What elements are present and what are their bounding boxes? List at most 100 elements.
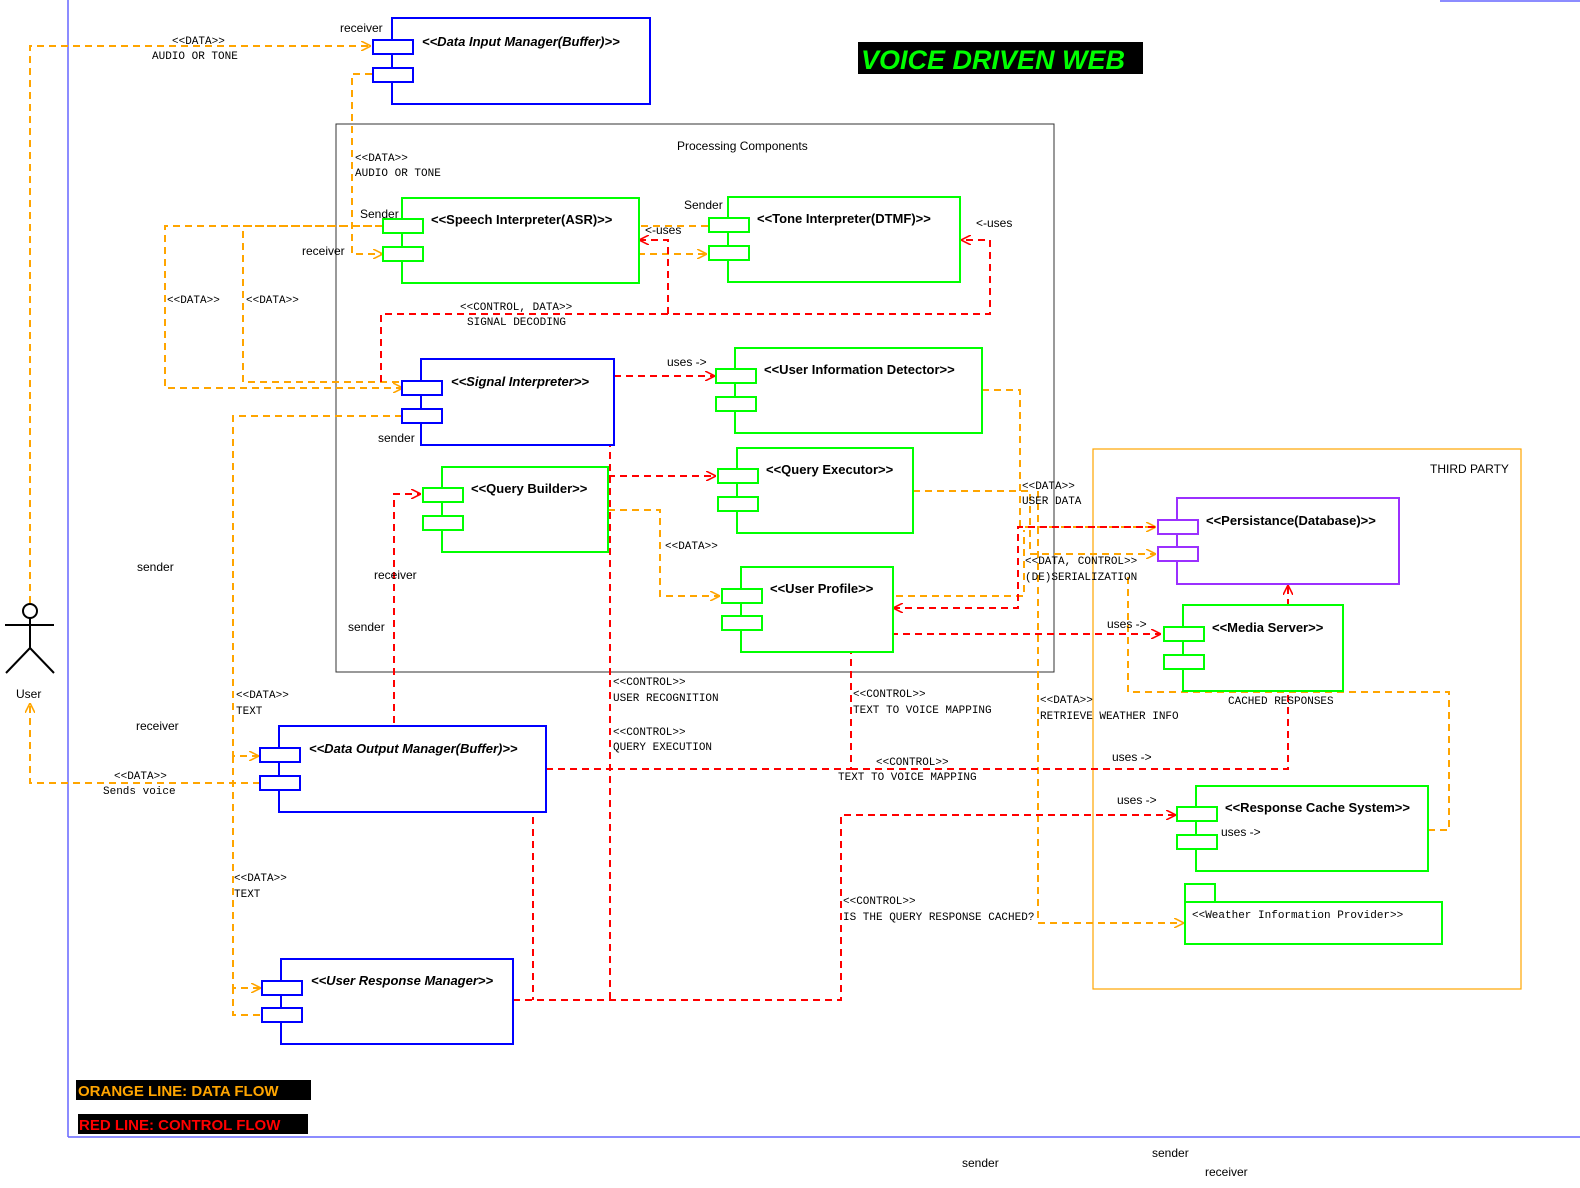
- user-profile-component[interactable]: <<User Profile>>: [721, 566, 894, 653]
- label-data-text-2b: TEXT: [234, 889, 261, 901]
- processing-components-label: Processing Components: [677, 139, 808, 153]
- flow-user-to-input: [29, 46, 370, 603]
- label-data-control-ser-a: <<DATA, CONTROL>>: [1025, 556, 1137, 568]
- label-control-userrec-b: USER RECOGNITION: [613, 693, 719, 705]
- query-builder-component[interactable]: <<Query Builder>>: [422, 466, 609, 553]
- weather-provider-component[interactable]: <<Weather Information Provider>>: [1184, 883, 1443, 945]
- label-uses-dtmf: <-uses: [976, 216, 1012, 230]
- label-receiver-qb: receiver: [374, 568, 417, 582]
- legend: ORANGE LINE: DATA FLOW RED LINE: CONTROL…: [76, 1080, 311, 1134]
- signal-interpreter-component[interactable]: <<Signal Interpreter>>: [401, 358, 615, 446]
- user-actor-label: User: [16, 687, 41, 701]
- legend-red-text: RED LINE: CONTROL FLOW: [79, 1117, 281, 1134]
- label-uses-db: uses ->: [1112, 750, 1152, 764]
- label-sender-left-2: sender: [348, 620, 385, 634]
- label-cached-responses: CACHED RESPONSES: [1228, 696, 1334, 708]
- flow-qb-to-profile: [608, 509, 719, 596]
- label-receiver-asr: receiver: [302, 244, 345, 258]
- label-uses-cache-1: uses ->: [1117, 793, 1157, 807]
- legend-red-bg: [78, 1114, 308, 1134]
- label-data-text-1b: TEXT: [236, 706, 263, 718]
- label-data-weather-b: RETRIEVE WEATHER INFO: [1040, 711, 1179, 723]
- user-profile-label: <<User Profile>>: [770, 581, 874, 596]
- label-control-cached-a: <<CONTROL>>: [843, 896, 916, 908]
- data-flow-lines: [29, 46, 1450, 1016]
- processing-components-package: [335, 123, 1055, 673]
- flow-text-to-response: [232, 756, 260, 988]
- signal-interpreter-label: <<Signal Interpreter>>: [451, 374, 589, 389]
- speech-interpreter-label: <<Speech Interpreter(ASR)>>: [431, 212, 613, 227]
- data-output-manager-label: <<Data Output Manager(Buffer)>>: [309, 741, 518, 756]
- control-ttv-profile: [546, 634, 1160, 770]
- third-party-package: [1092, 448, 1522, 990]
- label-control-ttv2-b: TEXT TO VOICE MAPPING: [838, 772, 977, 784]
- label-uses-asr: <-uses: [645, 223, 681, 237]
- data-input-manager-component[interactable]: <<Data Input Manager(Buffer)>>: [372, 17, 651, 105]
- title-background: [858, 42, 1143, 74]
- label-control-ttv2-a: <<CONTROL>>: [876, 757, 949, 769]
- label-data-text-2a: <<DATA>>: [234, 873, 287, 885]
- legend-orange-text: ORANGE LINE: DATA FLOW: [78, 1083, 279, 1100]
- user-info-detector-label: <<User Information Detector>>: [764, 362, 955, 377]
- query-builder-label: <<Query Builder>>: [471, 481, 588, 496]
- label-receiver-bottom: receiver: [1205, 1165, 1248, 1179]
- flow-cache-loop: [1127, 576, 1450, 831]
- label-control-ttv1-a: <<CONTROL>>: [853, 689, 926, 701]
- label-data-left-2: <<DATA>>: [246, 295, 299, 307]
- response-cache-component[interactable]: <<Response Cache System>>: [1176, 785, 1429, 872]
- query-executor-component[interactable]: <<Query Executor>>: [717, 447, 914, 534]
- persistance-label: <<Persistance(Database)>>: [1206, 513, 1376, 528]
- label-data-audio-2a: <<DATA>>: [355, 153, 408, 165]
- flow-uid-to-db: [982, 389, 1155, 527]
- flow-response-back: [232, 988, 260, 1016]
- label-data-sends-a: <<DATA>>: [114, 771, 167, 783]
- control-db-to-profile: [894, 526, 1155, 608]
- label-data-audio-1a: <<DATA>>: [172, 36, 225, 48]
- speech-interpreter-component[interactable]: <<Speech Interpreter(ASR)>>: [382, 197, 640, 284]
- label-receiver-left: receiver: [136, 719, 179, 733]
- label-data-audio-2b: AUDIO OR TONE: [355, 168, 441, 180]
- label-data-userdata-b: USER DATA: [1022, 496, 1082, 508]
- data-input-manager-label: <<Data Input Manager(Buffer)>>: [422, 34, 620, 49]
- control-uses-asr: [640, 240, 669, 314]
- tone-interpreter-label: <<Tone Interpreter(DTMF)>>: [757, 211, 931, 226]
- label-sender-bottom-1: sender: [962, 1156, 999, 1170]
- user-response-manager-component[interactable]: <<User Response Manager>>: [261, 958, 514, 1045]
- label-uses-cache-2: uses ->: [1221, 825, 1261, 839]
- label-data-audio-1b: AUDIO OR TONE: [152, 51, 238, 63]
- flow-dtmf-to-signal: [164, 225, 708, 388]
- label-sender-asr: Sender: [360, 207, 399, 221]
- user-info-detector-component[interactable]: <<User Information Detector>>: [715, 347, 983, 434]
- label-control-cached-b: IS THE QUERY RESPONSE CACHED?: [843, 912, 1034, 924]
- label-sender-signal: sender: [378, 431, 415, 445]
- label-data-sends-b: Sends voice: [103, 786, 176, 798]
- user-actor[interactable]: [5, 603, 55, 674]
- legend-orange-bg: [76, 1080, 311, 1100]
- label-sender-left-1: sender: [137, 560, 174, 574]
- label-data-weather-a: <<DATA>>: [1040, 695, 1093, 707]
- control-response-to-cache: [513, 815, 1175, 1001]
- diagram-title: VOICE DRIVEN WEB: [861, 45, 1125, 75]
- label-control-qexec-a: <<CONTROL>>: [613, 727, 686, 739]
- label-uses-media: uses ->: [1107, 617, 1147, 631]
- label-sender-dtmf: Sender: [684, 198, 723, 212]
- label-control-qexec-b: QUERY EXECUTION: [613, 742, 712, 754]
- label-control-decoding-a: <<CONTROL, DATA>>: [460, 302, 572, 314]
- media-server-component[interactable]: <<Media Server>>: [1163, 604, 1344, 692]
- media-server-label: <<Media Server>>: [1212, 620, 1324, 635]
- flow-signal-to-output: [232, 415, 402, 756]
- tone-interpreter-component[interactable]: <<Tone Interpreter(DTMF)>>: [708, 196, 961, 283]
- flow-asr-to-signal: [242, 225, 402, 383]
- label-data-control-ser-b: (DE)SERIALIZATION: [1025, 572, 1137, 584]
- flow-profile-to-db: [740, 530, 1025, 597]
- label-control-ttv1-b: TEXT TO VOICE MAPPING: [853, 705, 992, 717]
- label-sender-bottom-2: sender: [1152, 1146, 1189, 1160]
- control-output-to-qb: [393, 494, 420, 747]
- data-output-manager-component[interactable]: <<Data Output Manager(Buffer)>>: [259, 725, 547, 813]
- label-control-userrec-a: <<CONTROL>>: [613, 677, 686, 689]
- user-actor-head: [22, 603, 38, 619]
- label-data-qb: <<DATA>>: [665, 541, 718, 553]
- persistance-component[interactable]: <<Persistance(Database)>>: [1157, 497, 1400, 585]
- label-data-left-1: <<DATA>>: [167, 295, 220, 307]
